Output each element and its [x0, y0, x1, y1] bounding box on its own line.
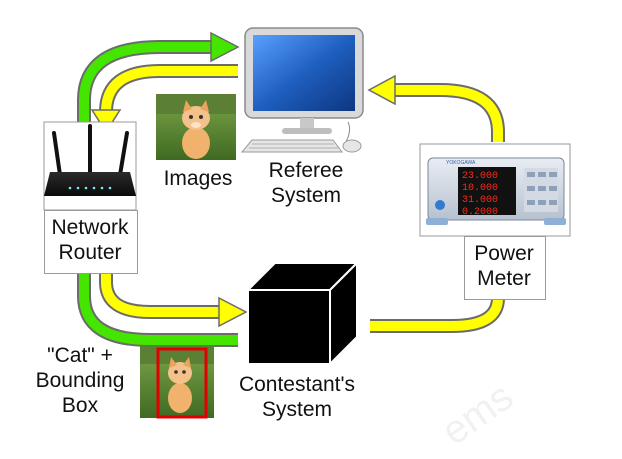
- kitten-output-image: [140, 346, 214, 419]
- meter-brand: YOKOGAWA: [446, 160, 476, 166]
- contestant-blackbox-icon: [247, 262, 358, 365]
- yellow-arrow-contestant-to-meter: [370, 297, 505, 333]
- meter-readout: 23.000: [462, 171, 498, 182]
- router-icon: [43, 121, 137, 211]
- meter-readout: 31.000: [462, 195, 498, 206]
- green-arrow-router-to-referee: [77, 31, 240, 128]
- yellow-arrow-referee-to-router: [90, 64, 238, 134]
- kitten-input-image: [156, 94, 236, 160]
- label-images: Images: [163, 167, 233, 190]
- green-arrow-contestant-to-router: [77, 272, 238, 347]
- yellow-arrow-meter-to-referee: [367, 74, 505, 142]
- power-meter-icon: YOKOGAWA 23.000 10.000 31.000 0.2000: [419, 143, 571, 237]
- meter-readout: 0.2000: [462, 207, 498, 218]
- meter-label-box: [464, 236, 546, 300]
- bounding-box: [156, 347, 208, 419]
- yellow-arrow-router-to-contestant: [99, 272, 248, 328]
- meter-readout: 10.000: [462, 183, 498, 194]
- referee-computer-icon: [240, 27, 364, 153]
- router-label-box: [44, 210, 138, 274]
